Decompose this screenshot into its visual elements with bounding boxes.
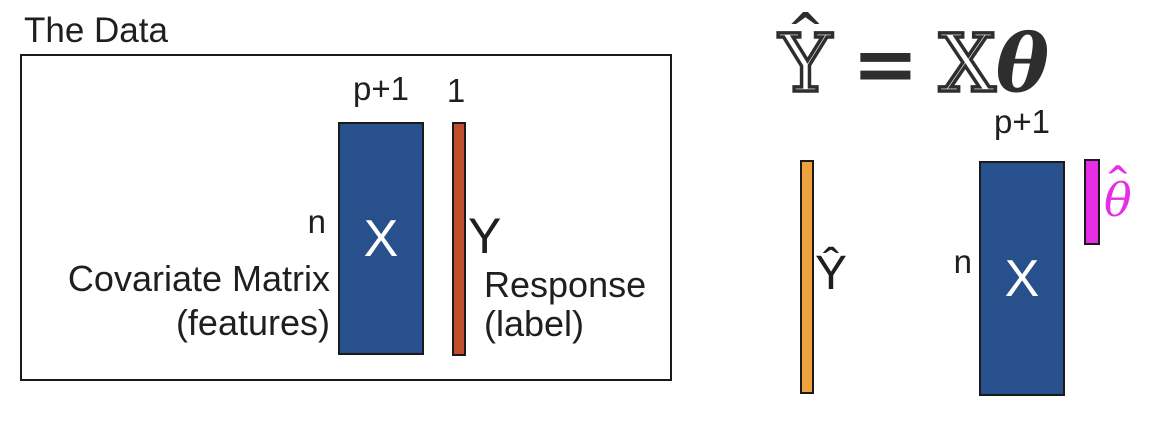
response-width-label: 1 (446, 72, 466, 109)
equation-theta-symbol: θ (995, 16, 1050, 110)
response-vector-rect (452, 122, 466, 356)
prediction-covariate-matrix-symbol: X (1004, 249, 1040, 308)
theta-glyph: θ (1104, 173, 1132, 227)
response-caption-line2: (label) (484, 303, 585, 344)
equation-yhat-hat: ^ (786, 4, 824, 55)
yhat-vector-rect (800, 160, 814, 394)
covariate-caption-line1: Covariate Matrix (67, 258, 330, 299)
theta-vector-symbol: ^θ (1104, 163, 1132, 224)
equation-x-symbol: X (937, 17, 997, 110)
prediction-covariate-width-label: p+1 (994, 103, 1050, 140)
covariate-matrix-symbol: X (363, 209, 399, 268)
covariate-height-label: n (307, 203, 326, 240)
covariate-width-label: p+1 (353, 70, 409, 107)
data-panel-box (20, 54, 672, 381)
equation-y-letter: Y (777, 17, 833, 110)
yhat-vector-symbol: Ŷ (815, 247, 848, 300)
equation-yhat-symbol: ^Y (777, 8, 833, 106)
response-symbol: Y (468, 208, 502, 264)
theta-hat-accent: ^ (1105, 160, 1131, 195)
prediction-covariate-matrix-rect: X (979, 161, 1065, 396)
equation-equals-sign: = (851, 16, 919, 110)
covariate-matrix-rect: X (338, 122, 424, 355)
data-panel-title: The Data (24, 11, 168, 50)
covariate-caption-line2: (features) (175, 302, 330, 343)
theta-vector-rect (1084, 159, 1100, 245)
prediction-equation: ^Y = X θ (777, 8, 1050, 110)
prediction-covariate-height-label: n (953, 243, 972, 280)
theta-letter: ^θ (1104, 163, 1132, 224)
response-caption-line1: Response (484, 264, 647, 305)
